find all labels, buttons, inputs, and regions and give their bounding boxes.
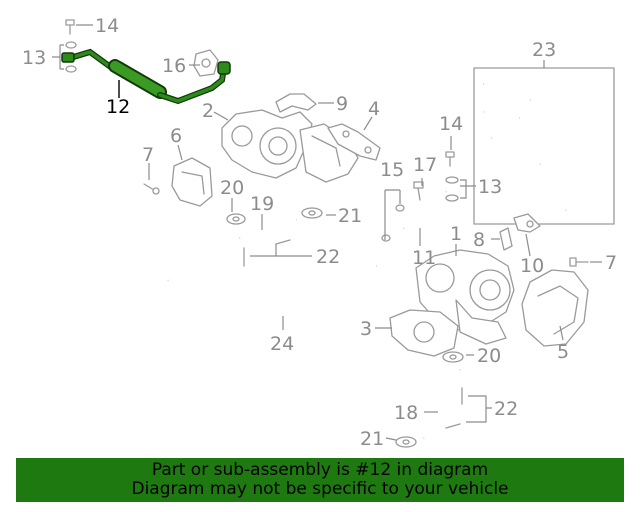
callout-2: 2 [202, 100, 214, 122]
part-22-bolts-lower [445, 387, 463, 429]
callout-6: 6 [170, 125, 182, 147]
callout-14: 14 [95, 15, 119, 37]
callout-24: 24 [270, 333, 294, 355]
part-11-line [402, 190, 448, 230]
callout-16: 16 [162, 55, 186, 77]
parts-diagram: 14 13 12 16 2 9 4 6 7 20 19 21 22 24 14 … [22, 15, 617, 450]
part-20-gasket-upper [226, 213, 246, 225]
part-19-oil-line [239, 219, 297, 239]
callout-19: 19 [250, 193, 274, 215]
part-10-bracket [513, 213, 541, 233]
callout-11: 11 [412, 247, 436, 269]
callout-8: 8 [473, 229, 485, 251]
part-3-gasket [389, 309, 459, 357]
part-22-bolts-upper [243, 239, 291, 267]
callout-9: 9 [336, 93, 348, 115]
callout-12: 12 [106, 96, 130, 118]
part-15-orings [381, 204, 405, 242]
part-1-turbocharger [415, 249, 515, 345]
callout-15: 15 [380, 159, 404, 181]
part-2-turbo-assembly [221, 109, 359, 183]
part-7-bolt-left [143, 183, 160, 195]
callout-3: 3 [360, 318, 372, 340]
part-21-gasket-upper [301, 207, 323, 219]
part-21-gasket-lower [395, 436, 417, 448]
part-6-heat-shield [171, 157, 213, 207]
callout-13-right: 13 [478, 176, 502, 198]
callout-7: 7 [142, 144, 154, 166]
callout-22: 22 [316, 246, 340, 268]
callout-17: 17 [413, 154, 437, 176]
part-14-bolt-right [445, 151, 455, 167]
callout-7-right: 7 [605, 252, 617, 274]
leader-lines [52, 24, 602, 441]
part-20-gasket-lower [442, 351, 464, 363]
callout-21-lower: 21 [360, 428, 384, 450]
callout-18: 18 [394, 402, 418, 424]
part-24-coolant-line [160, 258, 377, 298]
callout-20: 20 [220, 177, 244, 199]
callout-4: 4 [368, 98, 380, 120]
part-16-gasket [193, 49, 219, 77]
part-23-inset [473, 67, 615, 225]
callout-labels: 14 13 12 16 2 9 4 6 7 20 19 21 22 24 14 … [22, 15, 617, 450]
banner-line-1: Part or sub-assembly is #12 in diagram [151, 460, 489, 480]
callout-1: 1 [450, 223, 462, 245]
callout-20-lower: 20 [477, 345, 501, 367]
part-13-washers-right [445, 176, 459, 202]
callout-14-right: 14 [439, 113, 463, 135]
part-5-heat-shield [521, 269, 589, 347]
part-17-bolt [413, 181, 424, 201]
part-14-bolt-top [65, 19, 75, 35]
part-4-gasket [327, 123, 381, 161]
part-18-oil-line [422, 369, 462, 439]
callout-21: 21 [338, 205, 362, 227]
part-9-bracket [275, 93, 317, 113]
callout-23: 23 [532, 39, 556, 61]
callout-5: 5 [557, 341, 569, 363]
highlighted-part-12[interactable] [61, 48, 231, 105]
callout-22-lower: 22 [494, 398, 518, 420]
info-banner: Part or sub-assembly is #12 in diagram D… [16, 458, 624, 502]
callout-13: 13 [22, 47, 46, 69]
part-8-bracket [499, 227, 513, 251]
part-13-washers-top [65, 41, 77, 73]
callout-10: 10 [520, 255, 544, 277]
part-7-bolt-right [569, 257, 589, 267]
banner-line-2: Diagram may not be specific to your vehi… [131, 479, 509, 499]
